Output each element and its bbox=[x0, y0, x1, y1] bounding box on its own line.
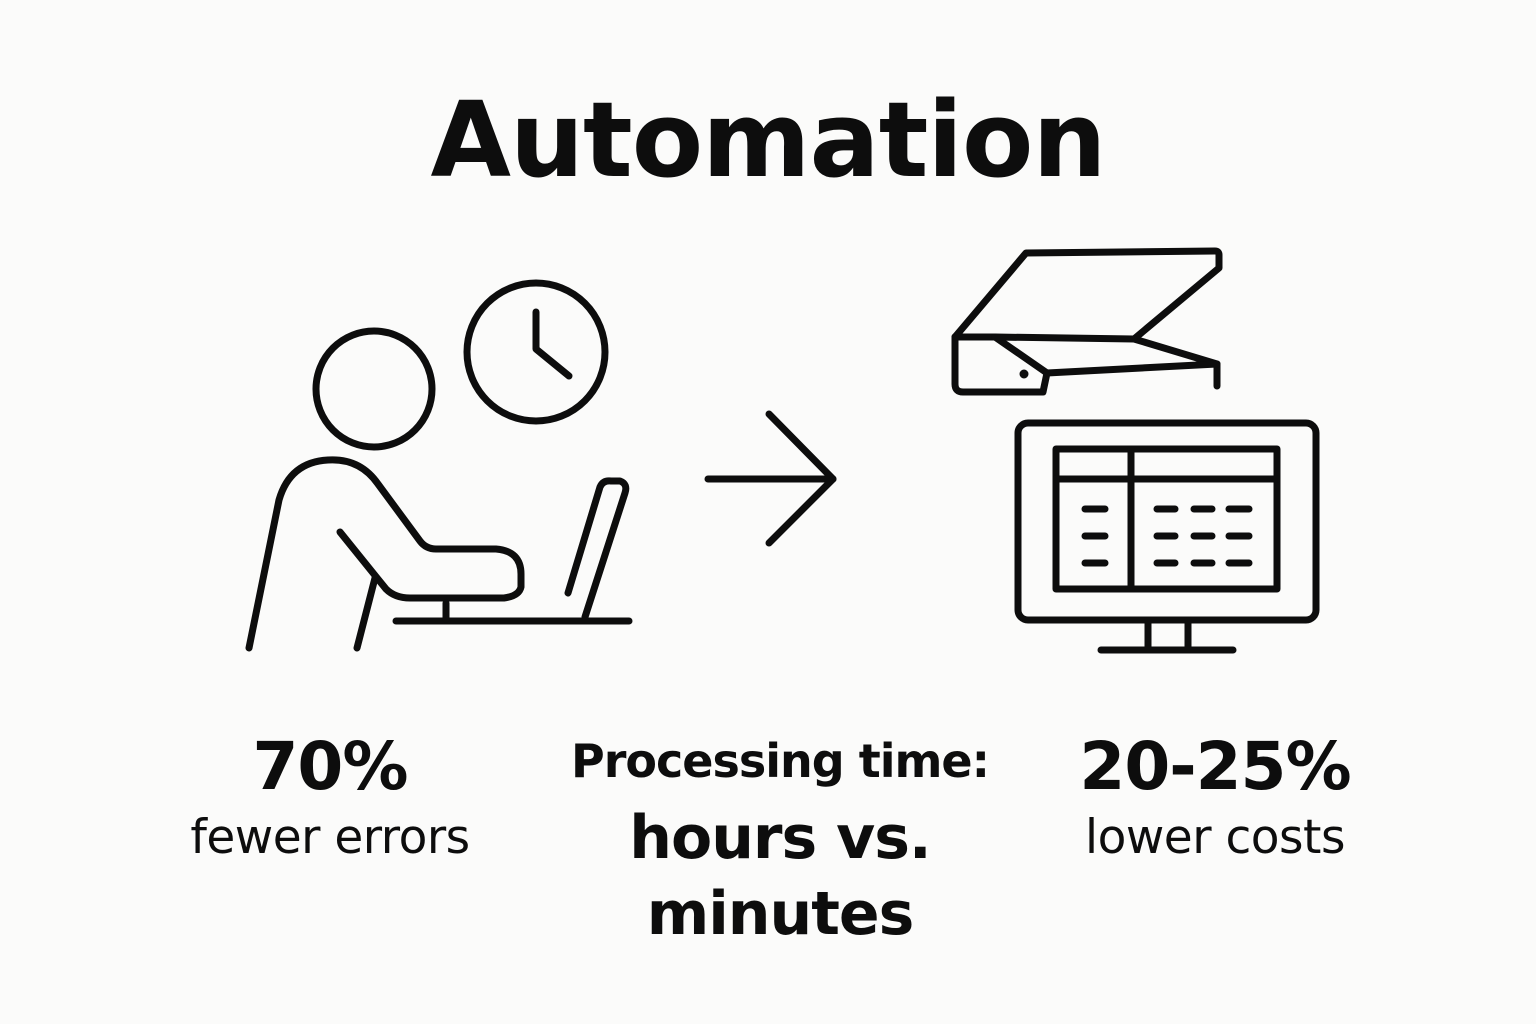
stat-costs-value: 20-25% bbox=[1079, 728, 1351, 805]
stat-fewer-errors: 70% fewer errors bbox=[130, 728, 530, 865]
stat-time-line2: minutes bbox=[646, 879, 915, 950]
stat-errors-value: 70% bbox=[252, 728, 409, 805]
stat-lower-costs: 20-25% lower costs bbox=[1010, 728, 1420, 865]
stat-processing-time: Processing time: hours vs. minutes bbox=[530, 738, 1030, 952]
stat-time-label: Processing time: bbox=[571, 734, 990, 788]
stat-costs-label: lower costs bbox=[1085, 810, 1345, 865]
page-title: Automation bbox=[430, 79, 1106, 201]
stat-errors-label: fewer errors bbox=[190, 810, 470, 865]
arrow-right-icon bbox=[704, 410, 837, 547]
clock-icon bbox=[463, 279, 609, 425]
stat-time-line1: hours vs. bbox=[629, 803, 931, 873]
spreadsheet-icon bbox=[1052, 445, 1281, 593]
person-icon bbox=[245, 327, 525, 652]
laptop-icon bbox=[392, 477, 633, 625]
scanner-icon bbox=[951, 247, 1223, 396]
monitor-icon bbox=[1014, 419, 1320, 654]
